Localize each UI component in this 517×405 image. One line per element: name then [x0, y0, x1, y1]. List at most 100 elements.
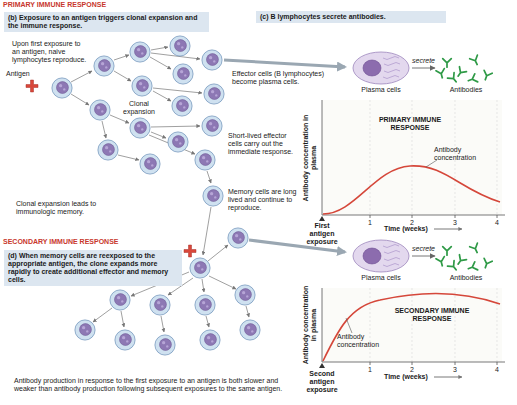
- axis-title: Time (weeks): [384, 225, 434, 233]
- grid-lines: [370, 100, 497, 215]
- antibody-group: [435, 50, 497, 86]
- panel-caption: (d) When memory cells are reexposed to t…: [4, 250, 182, 286]
- antigen-symbol: [184, 245, 196, 257]
- leader-line: [346, 318, 352, 333]
- secondary-chart: [319, 288, 505, 377]
- memory-cell: [203, 186, 223, 206]
- lymphocyte: [195, 295, 215, 315]
- division-arrow: [151, 47, 168, 50]
- antibody-symbol: [467, 74, 478, 85]
- antibody-curve: [323, 166, 500, 214]
- division-arrow: [246, 306, 249, 317]
- division-arrow: [114, 55, 129, 60]
- part-label: Clonal expansion: [118, 100, 160, 116]
- naive-lymphocyte: [52, 78, 72, 98]
- node-label: Antibodies: [435, 86, 497, 94]
- annotation-text: Effector cells (B lymphocytes) become pl…: [232, 70, 344, 86]
- antigen-symbol: [26, 80, 38, 92]
- plot-area: [322, 288, 502, 362]
- curve-label: Antibody concentration: [434, 146, 486, 162]
- antibody-symbol: [455, 255, 467, 267]
- antibody-symbol: [443, 247, 452, 256]
- antibody-symbol: [448, 261, 460, 273]
- expansion-arrows: [71, 47, 249, 332]
- division-arrow: [118, 155, 139, 160]
- secretion-arrow: [412, 68, 435, 69]
- effector-cell: [202, 116, 222, 136]
- axis-title: Time (weeks): [384, 373, 434, 381]
- antibody-symbol: [481, 70, 492, 81]
- antibody-cluster: Antibodies: [435, 50, 497, 94]
- division-arrow: [93, 308, 112, 322]
- division-arrow: [203, 207, 211, 255]
- lymphocyte: [110, 290, 130, 310]
- effector-cell: [168, 132, 188, 152]
- leader-line: [426, 160, 437, 167]
- part-label: Antigen: [6, 70, 46, 78]
- plasma-cell-outline: [350, 238, 412, 274]
- division-arrow: [153, 91, 171, 101]
- chart-title: PRIMARY IMMUNE RESPONSE: [372, 116, 448, 132]
- caption-text: (c) B lymphocytes secrete antibodies.: [260, 13, 442, 21]
- axis-ticks: [370, 362, 497, 365]
- annotation-text: Memory cells are long lived and continue…: [228, 188, 298, 212]
- lymphocyte: [130, 118, 150, 138]
- lymphocyte: [75, 320, 95, 340]
- cell-membrane: [353, 240, 409, 272]
- curve-label: Antibody concentration: [337, 333, 389, 349]
- antibody-symbol: [467, 262, 478, 273]
- division-arrow: [150, 57, 171, 69]
- effector-cell: [228, 228, 248, 248]
- antibody-symbol: [436, 69, 446, 79]
- exposure-marker: [319, 216, 325, 221]
- lymphocyte: [132, 76, 152, 96]
- axis-ticks: [370, 215, 497, 218]
- effector-cell: [173, 64, 193, 84]
- chart-axes: [322, 288, 505, 362]
- differentiation-arrow: [224, 60, 345, 67]
- axis-note: First antigen exposure: [302, 222, 342, 246]
- division-arrow: [114, 71, 131, 81]
- endoplasmic-reticulum: [383, 57, 400, 79]
- lymphocyte: [90, 100, 110, 120]
- effector-cell: [172, 96, 192, 116]
- axis-note: Second antigen exposure: [302, 370, 342, 394]
- antibody-symbol: [436, 257, 446, 267]
- lymphocyte: [98, 140, 118, 160]
- chart-title: SECONDARY IMMUNE RESPONSE: [392, 307, 472, 323]
- tick-label: 3: [450, 366, 460, 374]
- axis-title: Antibody concentration in plasma: [302, 108, 318, 208]
- effector-cell: [202, 50, 222, 70]
- node-label: Antibodies: [435, 274, 497, 282]
- effector-cell: [204, 84, 224, 104]
- tick-label: 2: [407, 366, 417, 374]
- memory-cell: [190, 258, 210, 278]
- lymphocyte: [200, 330, 220, 350]
- summary-note: Antibody production in response to the f…: [14, 377, 294, 393]
- antibody-curve: [323, 293, 500, 361]
- division-arrow: [151, 126, 200, 127]
- time-arrow: [434, 377, 462, 378]
- division-arrow: [208, 245, 228, 261]
- antibody-symbol: [481, 258, 492, 269]
- time-arrow: [434, 229, 462, 230]
- plasma-cell: Plasma cells: [350, 50, 412, 94]
- division-arrow: [209, 276, 236, 289]
- chart-axes: [322, 100, 505, 215]
- annotation-text: Clonal expansion leads to immunologic me…: [16, 200, 116, 216]
- lymphocyte-group: [52, 36, 260, 355]
- lymphocyte: [94, 56, 114, 76]
- lymphocyte: [235, 285, 255, 305]
- cell-nucleus: [363, 248, 381, 264]
- exposure-marker: [319, 363, 325, 368]
- tick-label: 3: [450, 219, 460, 227]
- antibody-cluster: Antibodies: [435, 238, 497, 282]
- division-arrow: [110, 115, 129, 123]
- division-arrow: [161, 316, 164, 332]
- lymphocyte: [150, 295, 170, 315]
- grid-lines: [370, 288, 497, 362]
- antibody-symbol: [448, 73, 460, 85]
- axis-title: Antibody concentration in plasma: [302, 285, 318, 365]
